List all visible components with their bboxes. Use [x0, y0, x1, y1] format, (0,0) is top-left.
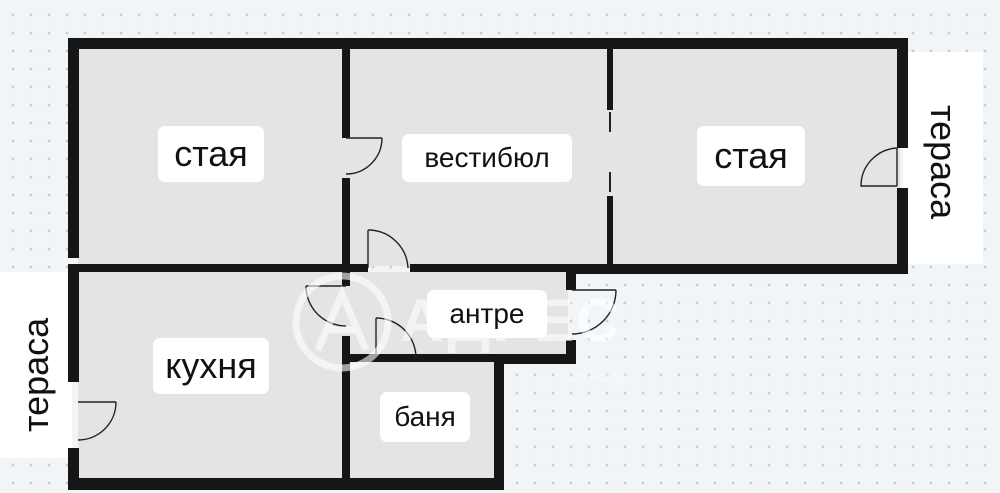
- wall-entry-bath: [342, 354, 412, 362]
- door-terrace-left: [77, 401, 117, 441]
- door-room-left: [345, 137, 383, 175]
- wall-entry-right-low: [566, 340, 576, 364]
- wall-kitchen-bath: [342, 336, 350, 490]
- terrace-left-panel: [0, 272, 72, 458]
- wall-left-lower: [68, 268, 79, 382]
- room-label-entry: антре: [427, 290, 547, 338]
- wall-left-bottom: [68, 448, 79, 490]
- room-label-vestibule: вестибюл: [402, 134, 572, 182]
- wall-vest-room-right-top: [607, 38, 613, 110]
- wall-step: [496, 354, 576, 364]
- terrace-label-left: тераса: [15, 317, 56, 432]
- terrace-label-right: тераса: [923, 105, 964, 220]
- wall-bath-right: [494, 354, 504, 490]
- watermark-logo: [292, 272, 392, 372]
- wall-mid-horizontal-2: [410, 264, 572, 272]
- wall-bottom-right: [572, 264, 908, 274]
- door-vestibule-entry: [367, 229, 409, 269]
- wall-entry-bath-2: [412, 354, 502, 362]
- wall-right: [897, 38, 908, 148]
- wall-room-vest: [342, 38, 350, 138]
- door-entrance: [571, 289, 617, 335]
- wall-room-vest-low: [342, 178, 350, 272]
- watermark-logo-mark: [314, 285, 370, 352]
- door-room-right: [860, 147, 898, 187]
- room-label-kitchen: кухня: [153, 338, 269, 394]
- wall-top: [68, 38, 908, 49]
- room-label-right: стая: [697, 126, 805, 186]
- room-label-left: стая: [158, 126, 264, 182]
- watermark-url: address.bg: [566, 370, 626, 384]
- wall-left: [68, 38, 79, 258]
- terrace-right-panel: [903, 52, 983, 264]
- wall-vest-room-right-bot: [607, 196, 613, 272]
- room-label-bathroom: баня: [380, 392, 470, 442]
- wall-entry-right: [566, 264, 576, 290]
- wall-bottom: [68, 478, 504, 490]
- wall-right-lower: [897, 188, 908, 274]
- wall-mid-horizontal: [68, 264, 368, 272]
